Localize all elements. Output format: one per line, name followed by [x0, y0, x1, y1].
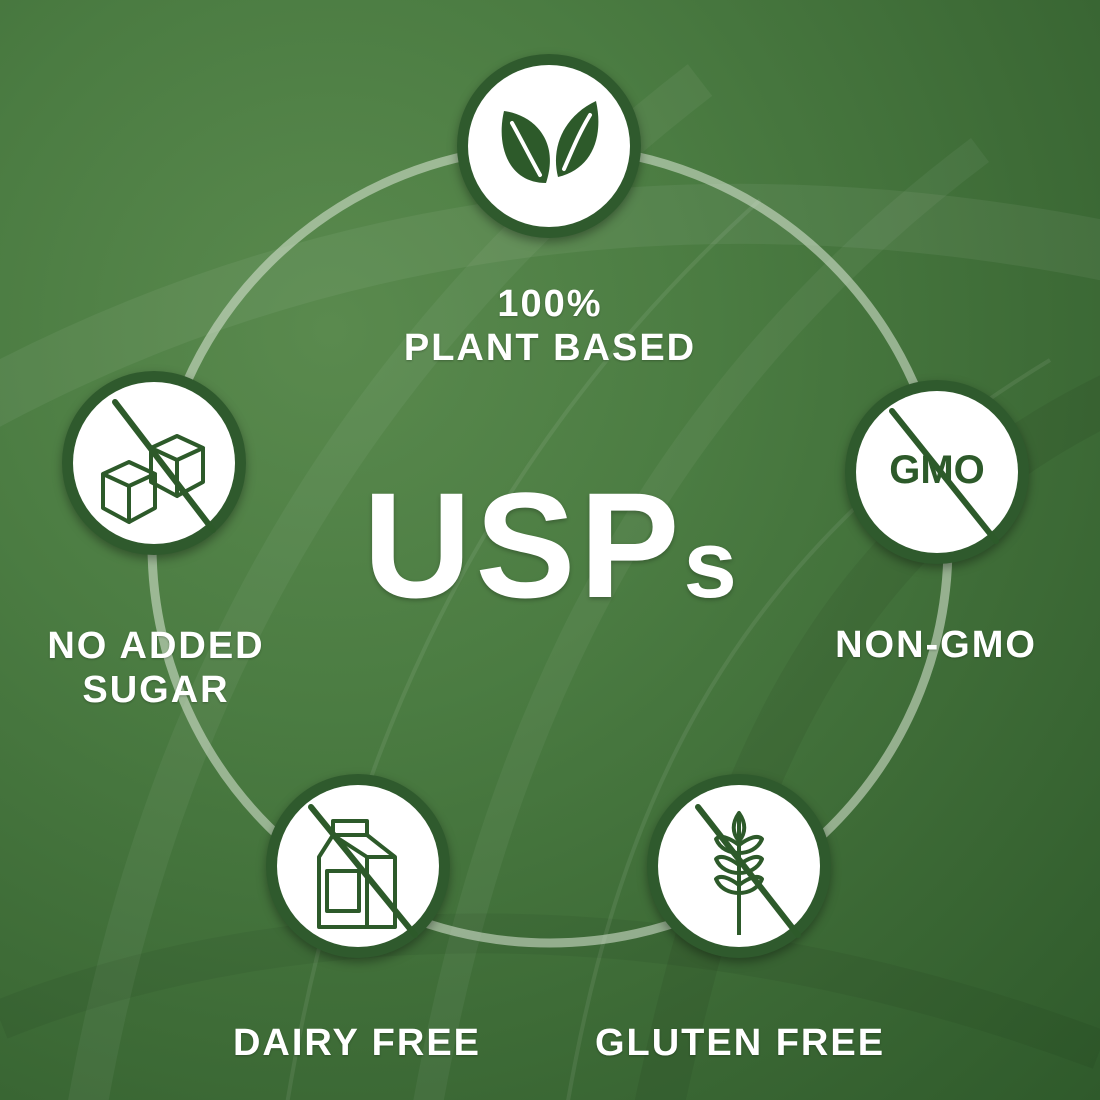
label-gluten-free: GLUTEN FREE [594, 1022, 886, 1064]
badge-dairy-free [266, 774, 450, 958]
label-line-1: NO ADDED [47, 625, 265, 667]
label-non-gmo: NON-GMO [835, 624, 1037, 666]
title-main: USP [363, 461, 684, 629]
no-sugar-cubes-icon [101, 399, 216, 533]
label-plant-based: 100% PLANT BASED [350, 282, 750, 370]
no-gmo-icon [889, 408, 999, 544]
label-line-2: SUGAR [82, 669, 230, 711]
badge-no-added-sugar [62, 371, 246, 555]
label-dairy-free: DAIRY FREE [232, 1022, 482, 1064]
label-no-added-sugar: NO ADDED SUGAR [20, 624, 292, 712]
label-line-2: PLANT BASED [403, 327, 697, 369]
no-wheat-icon [695, 804, 801, 938]
label-line-1: 100% [497, 283, 603, 325]
title-suffix: s [683, 511, 737, 618]
no-milk-carton-icon [308, 804, 418, 938]
badge-gluten-free [647, 774, 831, 958]
badge-plant-based [457, 54, 641, 238]
page-title: USPs [350, 470, 750, 620]
badge-non-gmo: GMO [845, 380, 1029, 564]
leaves-icon [501, 101, 599, 183]
